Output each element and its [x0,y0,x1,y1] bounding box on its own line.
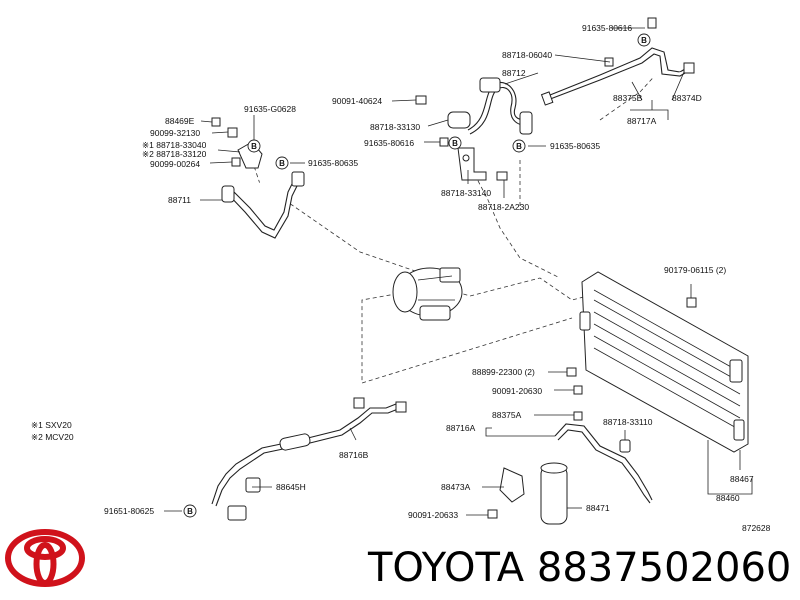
label-88712: 88712 [502,68,526,78]
legend-note-1: ※1 SXV20 [31,420,72,430]
label-90099-32130: 90099-32130 [150,128,200,138]
label-91635-80635-left: 91635-80635 [308,158,358,168]
label-88469e: 88469E [165,116,195,126]
svg-text:B: B [187,507,193,516]
label-88718-33140: 88718-33140 [441,188,491,198]
label-90091-20633: 90091-20633 [408,510,458,520]
label-88718-33040: ※1 88718-33040 [142,140,207,150]
svg-text:B: B [516,142,522,151]
leader-lines [164,27,753,516]
legend-note-2: ※2 MCV20 [31,432,74,442]
label-88718-2a230: 88718-2A230 [478,202,529,212]
label-88645h: 88645H [276,482,306,492]
label-88471: 88471 [586,503,610,513]
pipe-88716b [211,397,407,521]
label-88717a: 88717A [627,116,657,126]
label-88716a: 88716A [446,423,476,433]
label-90099-00264: 90099-00264 [150,159,200,169]
condenser [579,271,749,453]
label-88467: 88467 [730,474,754,484]
pipe-88712 [415,77,533,181]
callout-b-circles: B B B B B B [183,33,651,518]
label-88718-06040: 88718-06040 [502,50,552,60]
label-90091-40624: 90091-40624 [332,96,382,106]
compressor [392,267,463,321]
svg-text:B: B [279,159,285,168]
hose-88711 [211,117,305,239]
callout-b-2: B [275,156,289,170]
callout-b-3: B [637,33,651,47]
svg-text:B: B [641,36,647,45]
label-88711: 88711 [168,195,191,205]
part-labels: 91635-80616 88718-06040 88712 90091-4062… [31,23,771,533]
callout-b-4: B [448,136,462,150]
label-91651-80625: 91651-80625 [104,506,154,516]
label-90179-06115: 90179-06115 (2) [664,265,726,275]
label-diagram-number: 872628 [742,523,771,533]
label-88473a: 88473A [441,482,471,492]
label-88718-33130: 88718-33130 [370,122,420,132]
label-91635-80635-right: 91635-80635 [550,141,600,151]
callout-b-1: B [247,139,261,153]
label-88374d: 88374D [672,93,702,103]
label-88718-33120: ※2 88718-33120 [142,149,207,159]
label-91635-80616: 91635-80616 [582,23,632,33]
toyota-logo-icon [5,529,85,587]
label-88718-33110: 88718-33110 [603,417,653,427]
label-88899-22300: 88899-22300 (2) [472,367,535,377]
svg-text:B: B [452,139,458,148]
label-91635-g0628: 91635-G0628 [244,104,296,114]
label-88716b: 88716B [339,450,369,460]
label-88375a: 88375A [492,410,522,420]
pipe-88716a [554,367,653,504]
callout-b-5: B [512,139,526,153]
pipe-88717a [540,17,695,106]
label-88460: 88460 [716,493,740,503]
label-91635-80616-mid: 91635-80616 [364,138,414,148]
svg-text:B: B [251,142,257,151]
label-88375b: 88375B [613,93,643,103]
receiver-dryer [487,462,568,525]
label-90091-20630: 90091-20630 [492,386,542,396]
callout-b-6: B [183,504,197,518]
brand-part-number: TOYOTA 8837502060 [368,545,792,591]
